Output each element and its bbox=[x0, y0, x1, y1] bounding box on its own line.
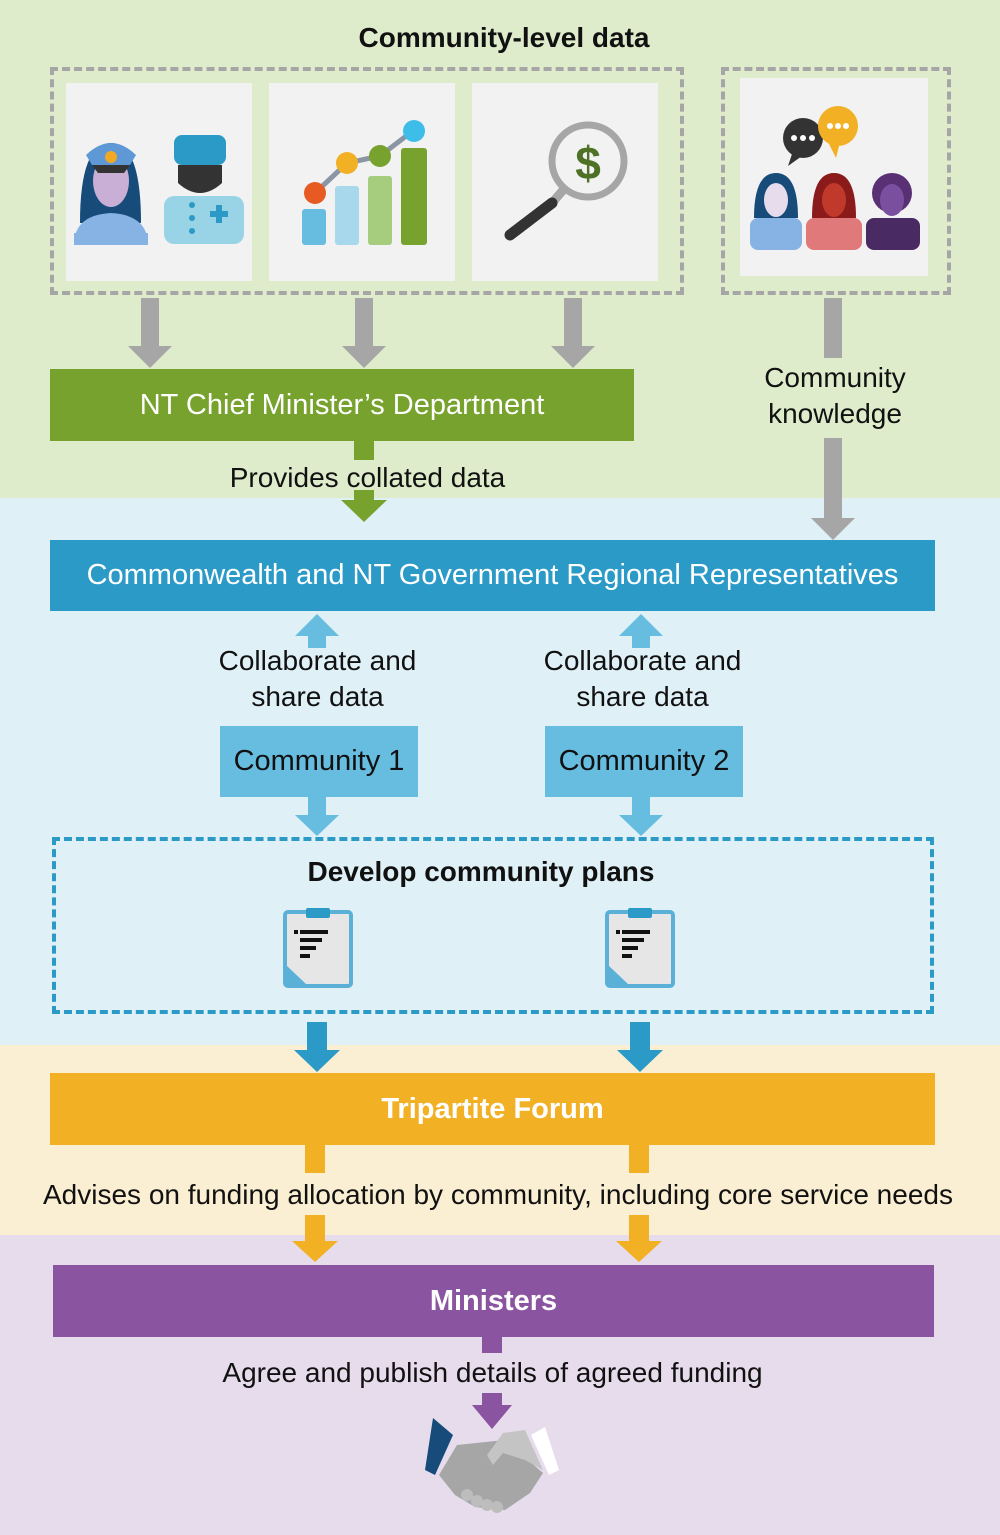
handshake-icon bbox=[425, 1418, 559, 1513]
collaborate-label-1: Collaborate and share data bbox=[218, 645, 417, 712]
develop-plans-label: Develop community plans bbox=[307, 856, 655, 887]
collaboration-arrows bbox=[294, 614, 663, 1072]
community-knowledge-label: Community knowledge bbox=[764, 362, 906, 429]
collaborate-label-2: Collaborate and share data bbox=[543, 645, 742, 712]
funding-tile: $ bbox=[472, 83, 658, 281]
statistics-tile bbox=[269, 83, 455, 281]
community-people-icon bbox=[750, 106, 920, 250]
police-nurse-icon bbox=[74, 135, 244, 245]
data-sources-group bbox=[50, 67, 684, 295]
community-1-box: Community 1 bbox=[220, 726, 418, 797]
nt-chief-ministers-department: NT Chief Minister’s Department bbox=[50, 369, 634, 441]
ministers-arrow bbox=[472, 1337, 512, 1429]
svg-text:$: $ bbox=[575, 137, 601, 189]
workforce-tile bbox=[66, 83, 252, 281]
plan-document-icon bbox=[283, 908, 353, 988]
plan-document-icon bbox=[605, 908, 675, 988]
community-2-box: Community 2 bbox=[545, 726, 743, 797]
agree-publish-label: Agree and publish details of agreed fund… bbox=[222, 1357, 763, 1388]
advises-label: Advises on funding allocation by communi… bbox=[43, 1179, 953, 1210]
community-plans-group bbox=[52, 837, 934, 1014]
community-tile bbox=[740, 78, 928, 276]
provides-collated-data-label: Provides collated data bbox=[229, 462, 506, 493]
forum-arrows bbox=[292, 1145, 662, 1262]
growth-chart-icon bbox=[302, 120, 427, 245]
magnifier-dollar-icon: $ bbox=[504, 121, 628, 241]
section-title: Community-level data bbox=[358, 22, 650, 53]
ministers-box: Ministers bbox=[53, 1265, 934, 1337]
regional-representatives: Commonwealth and NT Government Regional … bbox=[50, 540, 935, 611]
tripartite-forum: Tripartite Forum bbox=[50, 1073, 935, 1145]
community-knowledge-group bbox=[721, 67, 951, 295]
data-flow-arrows bbox=[128, 298, 855, 540]
